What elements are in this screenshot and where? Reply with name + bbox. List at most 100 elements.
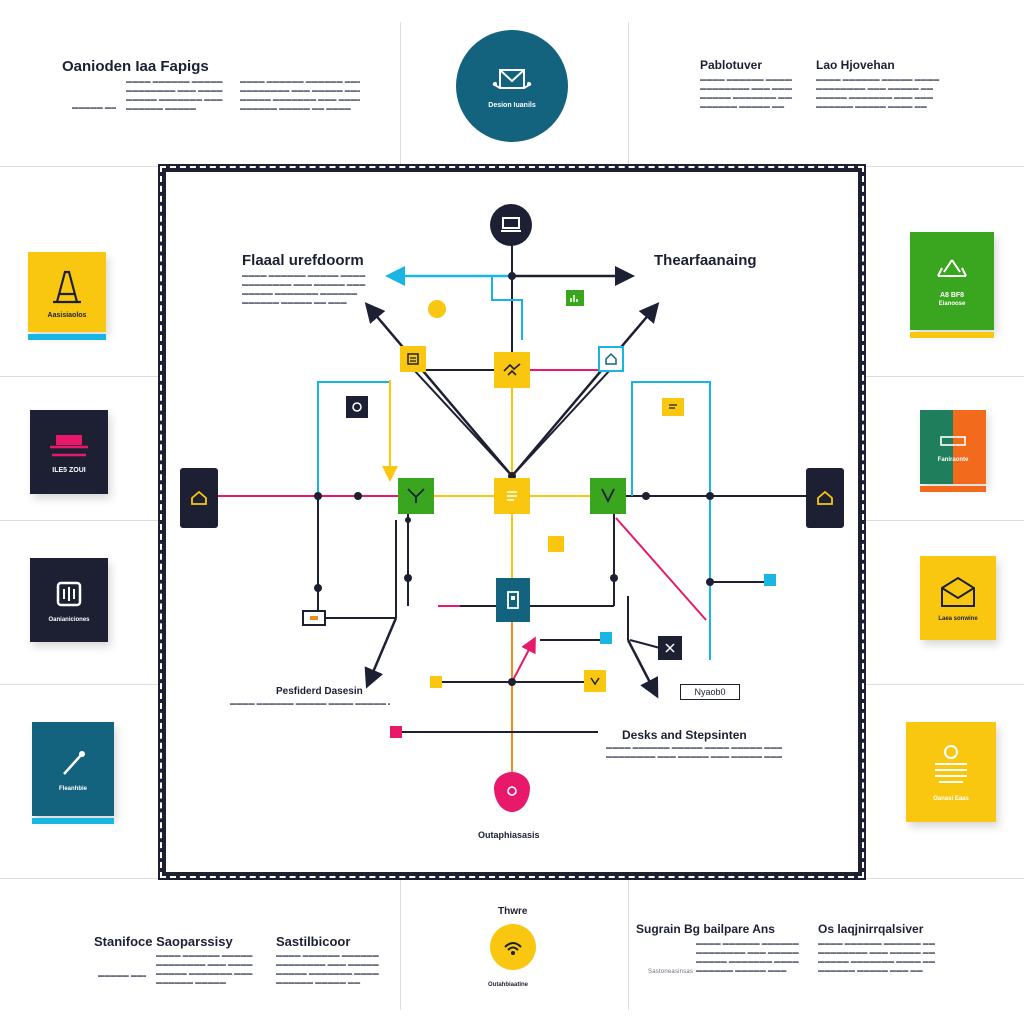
center-node[interactable] [494,478,530,514]
ladder-icon [53,270,81,303]
diagram-top-right-title: Thearfaanaing [654,252,757,269]
footer-col3-text: ▬▬▬▬ ▬▬▬▬▬▬ ▬▬▬▬▬▬▬▬▬▬▬▬▬▬ ▬▬▬ ▬▬▬▬▬▬▬▬▬… [696,941,799,974]
grid-line [400,22,401,166]
right-tile-4[interactable]: Oanasi Eaas [906,722,996,822]
close-node[interactable] [658,636,682,660]
bracket-icon [548,536,564,552]
envelope-icon [492,68,532,89]
cyan-marker [764,574,776,586]
grid-line [628,880,629,1010]
recycle-icon [937,258,967,277]
grid-line [0,520,158,521]
bottom-center-node[interactable] [496,578,530,622]
center-top-node[interactable] [494,352,530,388]
header-right-text-2: ▬▬▬▬ ▬▬▬▬▬▬ ▬▬▬▬▬ ▬▬▬▬▬▬▬▬▬▬▬▬ ▬▬▬ ▬▬▬▬▬… [816,77,940,110]
header-mid-text: ▬▬▬▬ ▬▬▬▬▬▬ ▬▬▬▬▬▬ ▬▬▬▬▬▬▬▬▬▬▬ ▬▬▬ ▬▬▬▬▬… [240,79,360,112]
diagram-bottom-left-label: Pesfiderd Dasesin [276,686,363,697]
header-left-title: Oanioden Iaa Fapigs [62,58,209,75]
left-tile-4-caption: Fleanhbie [58,786,87,792]
refresh-node[interactable] [346,396,368,418]
right-tile-2-bar [920,486,986,492]
header-right-title-1: Pablotuver [700,58,763,72]
document-node[interactable] [400,346,426,372]
diagram-bottom-right-text: ▬▬▬▬ ▬▬▬▬▬▬ ▬▬▬▬▬ ▬▬▬▬ ▬▬▬▬▬ ▬▬▬▬▬ ▬▬▬▬▬… [606,745,782,760]
footer-col1b-text: ▬▬▬▬ ▬▬▬▬▬▬ ▬▬▬▬▬▬▬▬▬▬▬▬▬ ▬▬▬ ▬▬▬▬▬▬▬▬▬ … [156,953,253,986]
left-tile-3[interactable]: Oanianiciones [30,558,108,642]
right-tile-1-caption-2: Eianoose [938,300,966,307]
check-node[interactable] [584,670,606,692]
footer-col1-title: Stanifoce Saoparssisy [94,934,233,949]
diagram-top-left-text: ▬▬▬▬ ▬▬▬▬▬▬ ▬▬▬▬▬ ▬▬▬▬▬▬▬▬▬▬▬▬ ▬▬▬ ▬▬▬▬▬… [242,273,366,306]
left-tile-2[interactable]: ILE5 ZOUI [30,410,108,494]
grid-line [866,376,1024,377]
right-tile-1-caption: A8 BF8 [939,291,965,299]
footer-center-badge[interactable] [490,924,536,970]
location-icon [507,786,517,796]
left-tile-1[interactable]: Aasisiaolos [28,252,106,340]
tag-node[interactable] [302,610,326,626]
grid-line [0,376,158,377]
left-tile-4-bar [32,818,114,824]
home-icon [817,491,833,505]
header-badge: Desion Iuanils [456,30,568,142]
diagram-top-left-title: Flaaal urefdoorm [242,252,364,269]
split-icon [940,436,966,446]
laptop-icon [501,217,521,232]
right-tile-1[interactable]: A8 BF8 Eianoose [910,232,994,338]
right-tile-3-caption: Laea sonwine [938,616,978,622]
right-tile-3[interactable]: Laea sonwine [920,556,996,640]
document-icon [407,353,419,365]
diagram-bottom-right-title: Desks and Stepsinten [622,728,747,742]
footer-col2-title: Sastilbicoor [276,934,351,949]
arrow-out-icon [601,488,615,504]
footer-col4-title: Os laqjnirrqalsiver [818,922,924,936]
left-tile-4[interactable]: Fleanhbie [32,722,114,824]
header-right-title-2: Lao Hjovehan [816,58,895,72]
close-icon [665,643,675,653]
right-tile-4-caption: Oanasi Eaas [933,796,969,802]
home-icon [605,352,617,365]
diagram-frame [158,164,866,880]
grid-line [866,520,1024,521]
envelope-icon [941,576,975,607]
grid-line [0,684,158,685]
pin-node[interactable] [494,772,530,812]
left-tile-2-caption: ILE5 ZOUI [52,466,86,474]
right-tile-1-bar [910,332,994,338]
grid-line [628,22,629,166]
left-tile-1-caption: Aasisiaolos [47,311,87,319]
cube-icon [56,581,82,607]
right-endpoint-node[interactable] [806,468,844,528]
right-tile-2[interactable]: Faniraonte [920,410,986,492]
left-endpoint-node[interactable] [180,468,218,528]
left-mid-node[interactable] [398,478,434,514]
home-icon [191,491,207,505]
footer-col3-sub: Sastoneasinsas [648,969,694,975]
pin-icon [63,751,85,775]
right-mid-node[interactable] [590,478,626,514]
handshake-icon [503,363,521,376]
top-hub-node[interactable] [490,204,532,246]
right-tile-2-caption: Faniraonte [937,457,969,463]
header-right-text-1: ▬▬▬▬ ▬▬▬▬▬▬ ▬▬▬▬▬▬▬▬▬▬▬▬▬ ▬▬▬ ▬▬▬▬▬▬▬▬▬ … [700,77,792,110]
value-box: Nyaob0 [680,684,740,700]
chart-icon [566,290,584,306]
note-icon [662,398,684,416]
globe-icon [935,745,967,783]
left-tile-3-caption: Oanianiciones [48,617,90,623]
grid-line [400,880,401,1010]
list-icon [507,491,517,501]
wifi-icon [504,942,522,955]
left-tile-1-bar [28,334,106,340]
footer-col3-title: Sugrain Bg bailpare Ans [636,922,775,936]
bed-icon [50,434,88,456]
grid-line [866,684,1024,685]
header-left-text: ▬▬▬▬▬ ▬▬ [72,105,116,111]
header-left-text: ▬▬▬▬ ▬▬▬▬▬▬ ▬▬▬▬▬▬▬▬▬▬▬▬▬ ▬▬▬ ▬▬▬▬▬▬▬▬▬ … [126,79,223,112]
home-node[interactable] [598,346,624,372]
refresh-icon [352,402,362,412]
footer-center-label: Thwre [498,906,528,917]
header-badge-label: Desion Iuanils [488,101,536,109]
diagram-bottom-caption: Outaphiasasis [478,830,540,840]
yellow-marker [430,676,442,688]
